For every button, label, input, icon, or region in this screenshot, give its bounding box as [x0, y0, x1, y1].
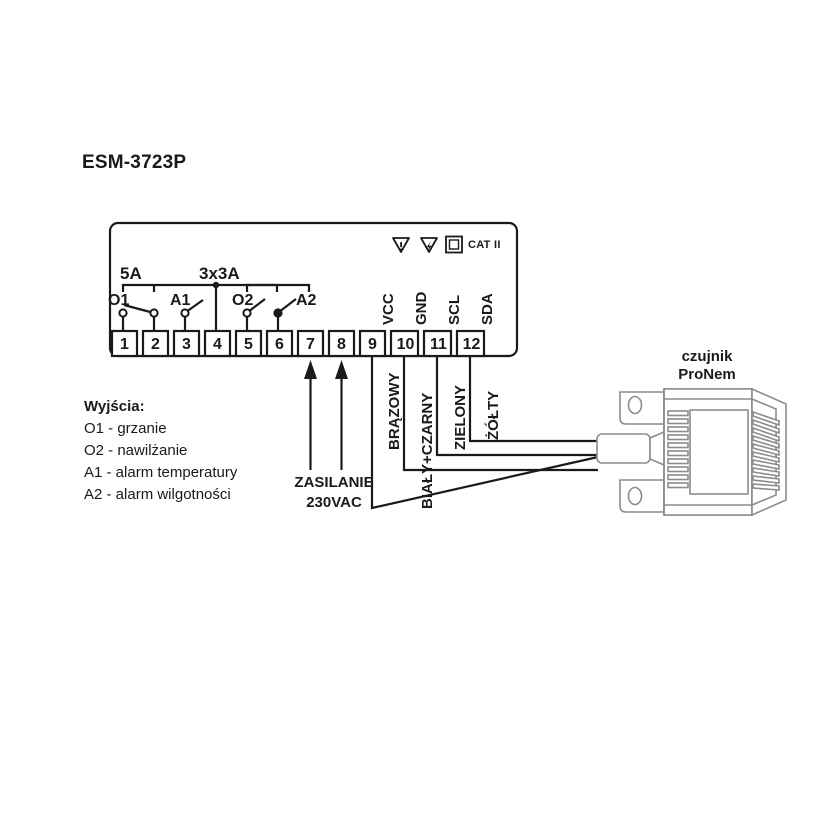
terminal-block-row — [110, 329, 486, 358]
sensor-mount-hole-top — [627, 395, 643, 415]
terminal-number-3[interactable]: 3 — [182, 336, 191, 353]
sensor-center-panel — [689, 409, 749, 495]
sensor-body-top-strip — [663, 388, 753, 400]
electric-shock-triangle-icon — [420, 237, 438, 253]
relay-arm-a2 — [278, 298, 297, 313]
terminal-name-scl: SCL — [446, 295, 463, 325]
sensor-module — [596, 387, 787, 517]
terminal-name-vcc: VCC — [380, 293, 397, 325]
legend-line-a2: A2 - alarm wilgotności — [84, 486, 231, 503]
wire-path-zolty — [468, 357, 598, 443]
terminal-number-2[interactable]: 2 — [151, 336, 160, 353]
wire-path-brazowy — [370, 357, 599, 510]
wire-path-bialy-czarny — [402, 357, 598, 472]
legend-heading: Wyjścia: — [84, 398, 145, 415]
wire-label-zolty: ŻÓŁTY — [485, 390, 502, 440]
terminal-name-sda: SDA — [479, 293, 496, 325]
power-supply-label-line1: ZASILANIE — [294, 474, 374, 491]
bus-junction-dot — [212, 281, 220, 289]
relay-label-o1: O1 — [108, 292, 130, 309]
relay-bus-left — [121, 283, 279, 292]
terminal-number-5[interactable]: 5 — [244, 336, 253, 353]
relay-contact-6 — [273, 308, 283, 318]
terminal-number-8[interactable]: 8 — [337, 336, 346, 353]
relay-bus-right — [245, 283, 311, 292]
relay-contact-5 — [242, 308, 252, 318]
relay-label-a1: A1 — [170, 292, 191, 309]
rating-label-3x3a: 3x3A — [199, 264, 240, 283]
legend-line-a1: A1 - alarm temperatury — [84, 464, 238, 481]
terminal-number-9[interactable]: 9 — [368, 336, 377, 353]
relay-contact-3 — [180, 308, 190, 318]
sensor-cable-gland — [596, 433, 651, 464]
power-supply-label-line2: 230VAC — [306, 494, 362, 511]
sensor-mount-tab-top — [619, 391, 665, 425]
relay-arm-o2 — [247, 298, 266, 313]
terminal-number-6[interactable]: 6 — [275, 336, 284, 353]
terminal-name-gnd: GND — [413, 291, 430, 325]
relay-label-o2: O2 — [232, 292, 254, 309]
legend-line-o1: O1 - grzanie — [84, 420, 167, 437]
terminal-number-4[interactable]: 4 — [213, 336, 222, 353]
relay-arm-o1 — [123, 303, 155, 315]
sensor-vent-slots-right — [752, 410, 780, 491]
relay-arm-a1 — [185, 299, 204, 313]
wire-label-zielony: ZIELONY — [452, 384, 469, 450]
legend-line-o2: O2 - nawilżanie — [84, 442, 188, 459]
terminal-number-11[interactable]: 11 — [430, 336, 447, 353]
terminal-number-7[interactable]: 7 — [306, 336, 315, 353]
electric-shock-bolt-glyph — [426, 241, 432, 252]
sensor-mount-hole-bottom — [627, 486, 643, 506]
rating-label-5a: 5A — [120, 264, 142, 283]
cat-rating-label: CAT II — [468, 239, 501, 251]
terminal-number-10[interactable]: 10 — [396, 336, 415, 353]
relay-label-a2: A2 — [296, 292, 317, 309]
sensor-mount-tab-bottom — [619, 479, 665, 513]
sensor-caption-line1: czujnik — [681, 348, 733, 365]
relay-contact-2 — [149, 308, 159, 318]
terminal-number-12[interactable]: 12 — [462, 336, 481, 353]
power-arrow-terminal-7 — [304, 360, 317, 470]
double-insulation-square-icon — [445, 235, 463, 254]
page-title: ESM-3723P — [82, 152, 187, 173]
wire-path-zielony — [435, 357, 598, 457]
terminal-number-1[interactable]: 1 — [120, 336, 129, 353]
sensor-vent-slots-left — [667, 410, 689, 489]
wire-label-brazowy: BRĄZOWY — [386, 372, 403, 451]
sensor-caption-line2: ProNem — [678, 366, 736, 383]
sensor-body-bottom-strip — [663, 504, 753, 516]
relay-contact-1 — [118, 308, 128, 318]
warning-triangle-icon-glyph — [400, 242, 402, 251]
wire-label-bialy-czarny: BIAŁY+CZARNY — [419, 392, 436, 509]
warning-triangle-icon — [392, 237, 410, 253]
power-arrow-terminal-8 — [335, 360, 348, 470]
